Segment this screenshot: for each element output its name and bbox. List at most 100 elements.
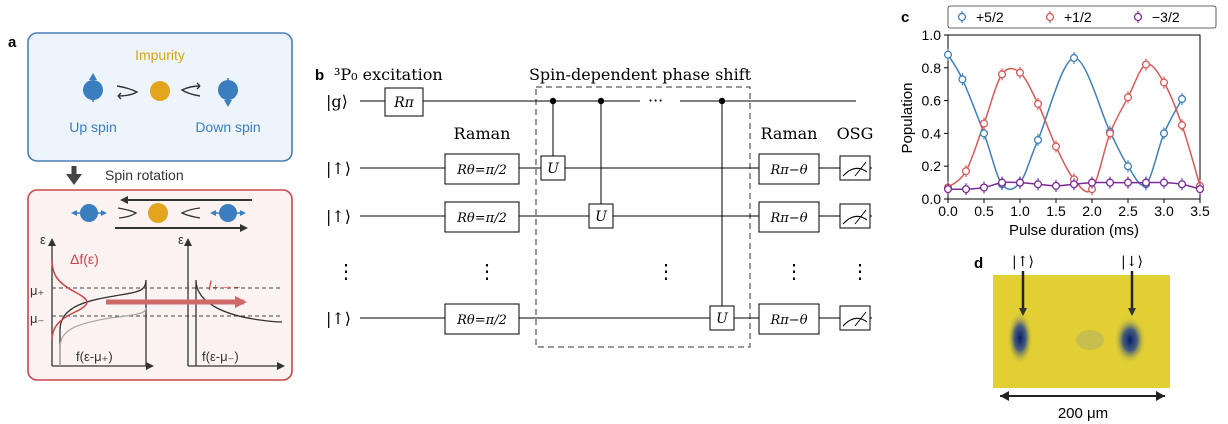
u-gate-3 (709, 305, 735, 331)
y-tick-label: 0.2 (922, 158, 942, 174)
raman-back-gate-1-label: Rπ−θ (769, 163, 807, 178)
data-point (1123, 93, 1133, 102)
data-point (1069, 180, 1079, 189)
u-gate-2 (588, 203, 614, 229)
excitation-label: ³P₀ excitation (334, 65, 443, 84)
x-axis-label: Pulse duration (ms) (1009, 222, 1139, 239)
faint-cloud (1076, 330, 1104, 350)
legend-label: +1/2 (1064, 9, 1092, 25)
panel-a-label: a (8, 34, 17, 51)
data-point (961, 185, 971, 194)
raman-gate-1-label: Rθ=π/2 (456, 163, 507, 178)
data-point (1033, 180, 1043, 189)
chart-legend (947, 5, 1217, 29)
data-point (943, 185, 953, 194)
legend-items: +5/2+1/2−3/2 (957, 9, 1180, 25)
u-gate-1-label: U (547, 161, 560, 177)
data-point (1159, 129, 1169, 138)
rotation-arrow-icon (66, 166, 82, 185)
meter-icon-1 (839, 155, 871, 181)
data-point (1177, 121, 1187, 130)
data-point (997, 178, 1007, 187)
delta-f-curve (51, 259, 88, 341)
current-label: I₊→₋ (208, 277, 241, 293)
wire-hdots: ··· (648, 91, 663, 110)
raman-back-gate-2-label: Rπ−θ (769, 211, 807, 226)
raman-gate-2-label: Rθ=π/2 (456, 211, 507, 226)
data-point (1015, 68, 1025, 77)
fermi-curve-right (195, 279, 283, 366)
raman-label-left: Raman (454, 124, 511, 143)
data-point (1159, 78, 1169, 87)
data-point (1141, 60, 1151, 69)
exchange-right-icon (180, 82, 201, 97)
epsilon-label-right: ε (178, 232, 184, 247)
data-point (1177, 94, 1187, 104)
data-point (979, 129, 989, 138)
f-minus-label: f(ε-μ₋) (202, 349, 239, 364)
exchange-left-icon (116, 85, 139, 100)
raman-gate-3 (444, 303, 520, 335)
data-point (1069, 53, 1079, 63)
down-state-label: |↓⟩ (1121, 254, 1143, 270)
r-pi-gate (384, 87, 424, 117)
plot-frame (947, 34, 1201, 200)
x-tick-label: 1.0 (1010, 203, 1030, 219)
delta-f-label: Δf(ε) (70, 251, 99, 267)
r-pi-gate-label: Rπ (393, 95, 415, 111)
panel-b: b ³P₀ excitation Spin-dependent phase sh… (315, 65, 874, 348)
ket-g: |g⟩ (326, 92, 348, 111)
fermi-plot: ε ε μ₊ μ₋ Δf(ε) I₊→₋ f(ε-μ₊) f(ε-μ₋) (30, 232, 285, 370)
spin-left-icon (71, 204, 107, 222)
x-tick-label: 1.5 (1046, 203, 1066, 219)
y-tick-label: 0.6 (922, 93, 942, 109)
x-tick-label: 0.5 (974, 203, 994, 219)
data-point (961, 167, 971, 176)
phase-shift-region (535, 86, 751, 348)
raman-gate-1 (444, 153, 520, 185)
fermi-curve-minus-ghost (59, 307, 147, 366)
phase-shift-label: Spin-dependent phase shift (529, 65, 752, 84)
ket-up-3: |↑⟩ (326, 309, 351, 328)
panel-a: a Impurity Up spin Down spin (8, 32, 293, 381)
up-spin-icon (83, 73, 103, 102)
meter-icon-3 (839, 305, 871, 331)
osg-label: OSG (837, 124, 874, 143)
mu-plus-label: μ₊ (30, 283, 44, 298)
impurity-atom-bottom (148, 203, 168, 223)
data-point (1051, 181, 1061, 190)
down-spin-icon (218, 78, 238, 107)
ket-up-2: |↑⟩ (326, 207, 351, 226)
panel-d: d |↑⟩ |↓⟩ 200 μm (974, 254, 1170, 422)
u-vdots: ⋮ (656, 259, 676, 283)
panel-b-label: b (315, 67, 324, 84)
data-point (1195, 185, 1205, 194)
up-cloud (1007, 311, 1033, 365)
data-points (943, 48, 1205, 196)
exchange-icons-bottom (117, 207, 201, 219)
data-point (1159, 178, 1169, 187)
data-point (1105, 178, 1115, 187)
raman-gate-3-label: Rθ=π/2 (456, 313, 507, 328)
panel-d-label: d (974, 255, 983, 272)
data-point (979, 183, 989, 192)
down-spin-label: Down spin (195, 119, 260, 135)
control-dot-2 (597, 97, 605, 105)
control-dot-3 (718, 97, 726, 105)
fermi-curve-plus (59, 279, 147, 366)
raman-back-gate-1 (758, 153, 820, 185)
raman-back-gate-3 (758, 303, 820, 335)
f-plus-label: f(ε-μ₊) (76, 349, 113, 364)
raman-label-right: Raman (761, 124, 818, 143)
impurity-atom (150, 81, 170, 101)
x-tick-label: 2.0 (1082, 203, 1102, 219)
data-point (943, 50, 953, 59)
meter-vdots: ⋮ (850, 259, 870, 283)
raman-back-vdots: ⋮ (784, 259, 804, 283)
y-axis-label: Population (899, 83, 916, 154)
data-point (1087, 178, 1097, 187)
u-gate-3-label: U (716, 311, 729, 327)
up-spin-label: Up spin (69, 119, 116, 135)
